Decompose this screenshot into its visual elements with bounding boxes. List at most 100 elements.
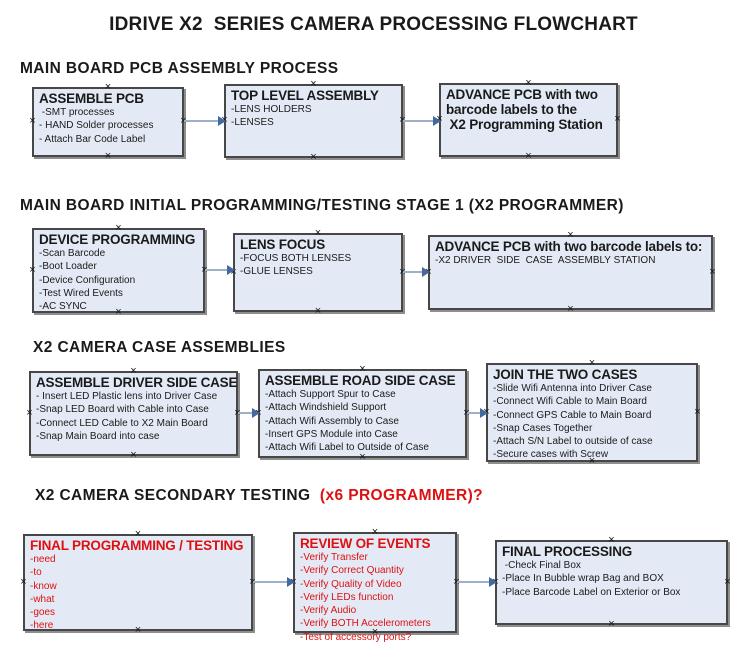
box-item: -Attach Wifi Assembly to Case — [265, 415, 399, 427]
connector-handle-icon: × — [398, 266, 407, 277]
box-item: -Boot Loader — [39, 261, 97, 273]
connector-handle-icon: × — [724, 575, 731, 588]
arrow-head-icon — [287, 577, 295, 587]
connector-handle-icon: × — [588, 357, 596, 369]
box-final-processing: ×××× FINAL PROCESSING -Check Final Box -… — [492, 535, 730, 630]
box-title: LENS FOCUS — [240, 237, 326, 252]
box-item: -Snap Cases Together — [493, 422, 593, 434]
box-item: -Snap LED Board with Cable into Case — [36, 404, 209, 416]
connector-handle-icon: × — [26, 406, 33, 419]
box-item: -Verify LEDs function — [300, 591, 394, 603]
box-item: -AC SYNC — [39, 301, 87, 313]
connector-handle-icon: × — [104, 150, 112, 162]
connector-handle-icon: × — [314, 305, 322, 317]
flow-arrow — [403, 267, 430, 277]
box-item: -LENS HOLDERS — [231, 104, 312, 115]
box-item: -SMT processes — [39, 107, 115, 118]
page-title: IDRIVE X2 SERIES CAMERA PROCESSING FLOWC… — [109, 14, 638, 35]
arrow-head-icon — [433, 116, 441, 126]
box-assemble-road-side-case: ×××× ASSEMBLE ROAD SIDE CASE -Attach Sup… — [255, 364, 469, 463]
heading-red-part: (x6 PROGRAMMER)? — [319, 487, 484, 504]
box-review-of-events: ×××× REVIEW OF EVENTS -Verify Transfer -… — [290, 527, 459, 643]
connector-handle-icon: × — [29, 115, 36, 127]
box-item: -Slide Wifi Antenna into Driver Case — [493, 383, 652, 394]
box-device-programming: ×××× DEVICE PROGRAMMING -Scan Barcode -B… — [29, 223, 207, 318]
flow-arrow — [467, 408, 488, 418]
box-item: -GLUE LENSES — [240, 266, 313, 278]
box-item: -FOCUS BOTH LENSES — [240, 253, 352, 264]
box-title: JOIN THE TWO CASES — [493, 367, 638, 382]
connector-handle-icon: × — [310, 151, 317, 163]
connector-handle-icon: × — [104, 81, 112, 93]
heading-black-part: X2 CAMERA SECONDARY TESTING — [35, 487, 320, 504]
arrow-head-icon — [218, 116, 226, 126]
connector-handle-icon: × — [130, 365, 137, 377]
connector-handle-icon: × — [567, 229, 574, 241]
connector-handle-icon: × — [371, 526, 379, 538]
flow-arrow — [403, 116, 441, 126]
box-item: -Snap Main Board into case — [36, 430, 160, 442]
box-item: -goes — [30, 607, 56, 619]
connector-handle-icon: × — [233, 407, 242, 418]
connector-handle-icon: × — [130, 449, 137, 461]
connector-handle-icon: × — [567, 303, 574, 315]
box-advance-pcb-programming-station: ×××× ADVANCE PCB with two barcode labels… — [436, 78, 620, 162]
box-advance-pcb-driver-side: ×××× ADVANCE PCB with two barcode labels… — [425, 230, 715, 315]
box-title: FINAL PROCESSING — [502, 544, 633, 559]
box-item: -Insert GPS Module into Case — [265, 428, 398, 440]
box-item: -LENSES — [231, 117, 274, 129]
connector-handle-icon: × — [588, 455, 596, 467]
connector-handle-icon: × — [709, 265, 716, 278]
connector-handle-icon: × — [248, 576, 257, 587]
connector-handle-icon: × — [371, 626, 379, 638]
section-heading-secondary-testing: X2 CAMERA SECONDARY TESTING (x6 PROGRAMM… — [35, 487, 483, 505]
connector-handle-icon: × — [134, 528, 142, 540]
box-item: -Verify Quality of Video — [300, 578, 402, 590]
box-lens-focus: ×××× LENS FOCUS -FOCUS BOTH LENSES -GLUE… — [230, 228, 405, 317]
flow-arrow — [238, 408, 260, 418]
box-item: -here — [30, 620, 54, 632]
connector-handle-icon: × — [115, 222, 122, 234]
section-heading-pcb-assembly: MAIN BOARD PCB ASSEMBLY PROCESS — [20, 60, 339, 77]
box-title: ADVANCE PCB with two barcode labels to: — [435, 239, 703, 254]
box-join-the-two-cases: ×××× JOIN THE TWO CASES -Slide Wifi Ante… — [483, 358, 700, 467]
box-title: FINAL PROGRAMMING / TESTING — [30, 538, 244, 553]
box-item: - Attach Bar Code Label — [39, 133, 146, 145]
connector-handle-icon: × — [310, 78, 317, 90]
box-title: TOP LEVEL ASSEMBLY — [231, 88, 379, 103]
box-item: -Verify Transfer — [300, 552, 368, 563]
box-item: -Check Final Box — [502, 560, 581, 571]
connector-handle-icon: × — [314, 227, 322, 239]
box-assemble-pcb: ×××× ASSEMBLE PCB -SMT processes - HAND … — [29, 82, 186, 162]
connector-handle-icon: × — [359, 363, 366, 375]
box-title: ASSEMBLE DRIVER SIDE CASE — [36, 375, 238, 390]
box-title: ASSEMBLE PCB — [39, 91, 144, 106]
box-item: -to — [30, 567, 42, 579]
flow-arrow — [253, 577, 295, 587]
box-title: DEVICE PROGRAMMING — [39, 232, 196, 247]
box-item: -Connect LED Cable to X2 Main Board — [36, 417, 208, 429]
connector-handle-icon: × — [20, 575, 27, 588]
box-item: -Connect Wifi Cable to Main Board — [493, 396, 647, 408]
box-item: -what — [30, 593, 55, 605]
box-item: -Scan Barcode — [39, 248, 106, 259]
box-item: -Device Configuration — [39, 274, 136, 286]
box-assemble-driver-side-case: × × × × ASSEMBLE DRIVER SIDE CASE - Insert … — [26, 366, 240, 461]
box-item: -Place In Bubble wrap Bag and BOX — [502, 573, 664, 585]
connector-handle-icon: × — [608, 618, 615, 630]
section-heading-case-assemblies: X2 CAMERA CASE ASSEMBLIES — [33, 339, 286, 356]
box-item: - Insert LED Plastic lens into Driver Ca… — [36, 391, 218, 402]
connector-handle-icon: × — [525, 150, 532, 162]
connector-handle-icon: × — [462, 407, 471, 418]
box-top-level-assembly: ×××× TOP LEVEL ASSEMBLY -LENS HOLDERS -L… — [221, 79, 405, 163]
box-item: -Attach Support Spur to Case — [265, 389, 396, 400]
connector-handle-icon: × — [179, 116, 188, 127]
connector-handle-icon: × — [134, 624, 142, 636]
flow-arrow — [184, 116, 226, 126]
box-item: -Verify BOTH Accelerometers — [300, 618, 431, 630]
connector-handle-icon: × — [398, 115, 407, 126]
connector-handle-icon: × — [452, 576, 461, 587]
connector-handle-icon: × — [608, 534, 615, 546]
box-item: -Verify Audio — [300, 605, 357, 617]
